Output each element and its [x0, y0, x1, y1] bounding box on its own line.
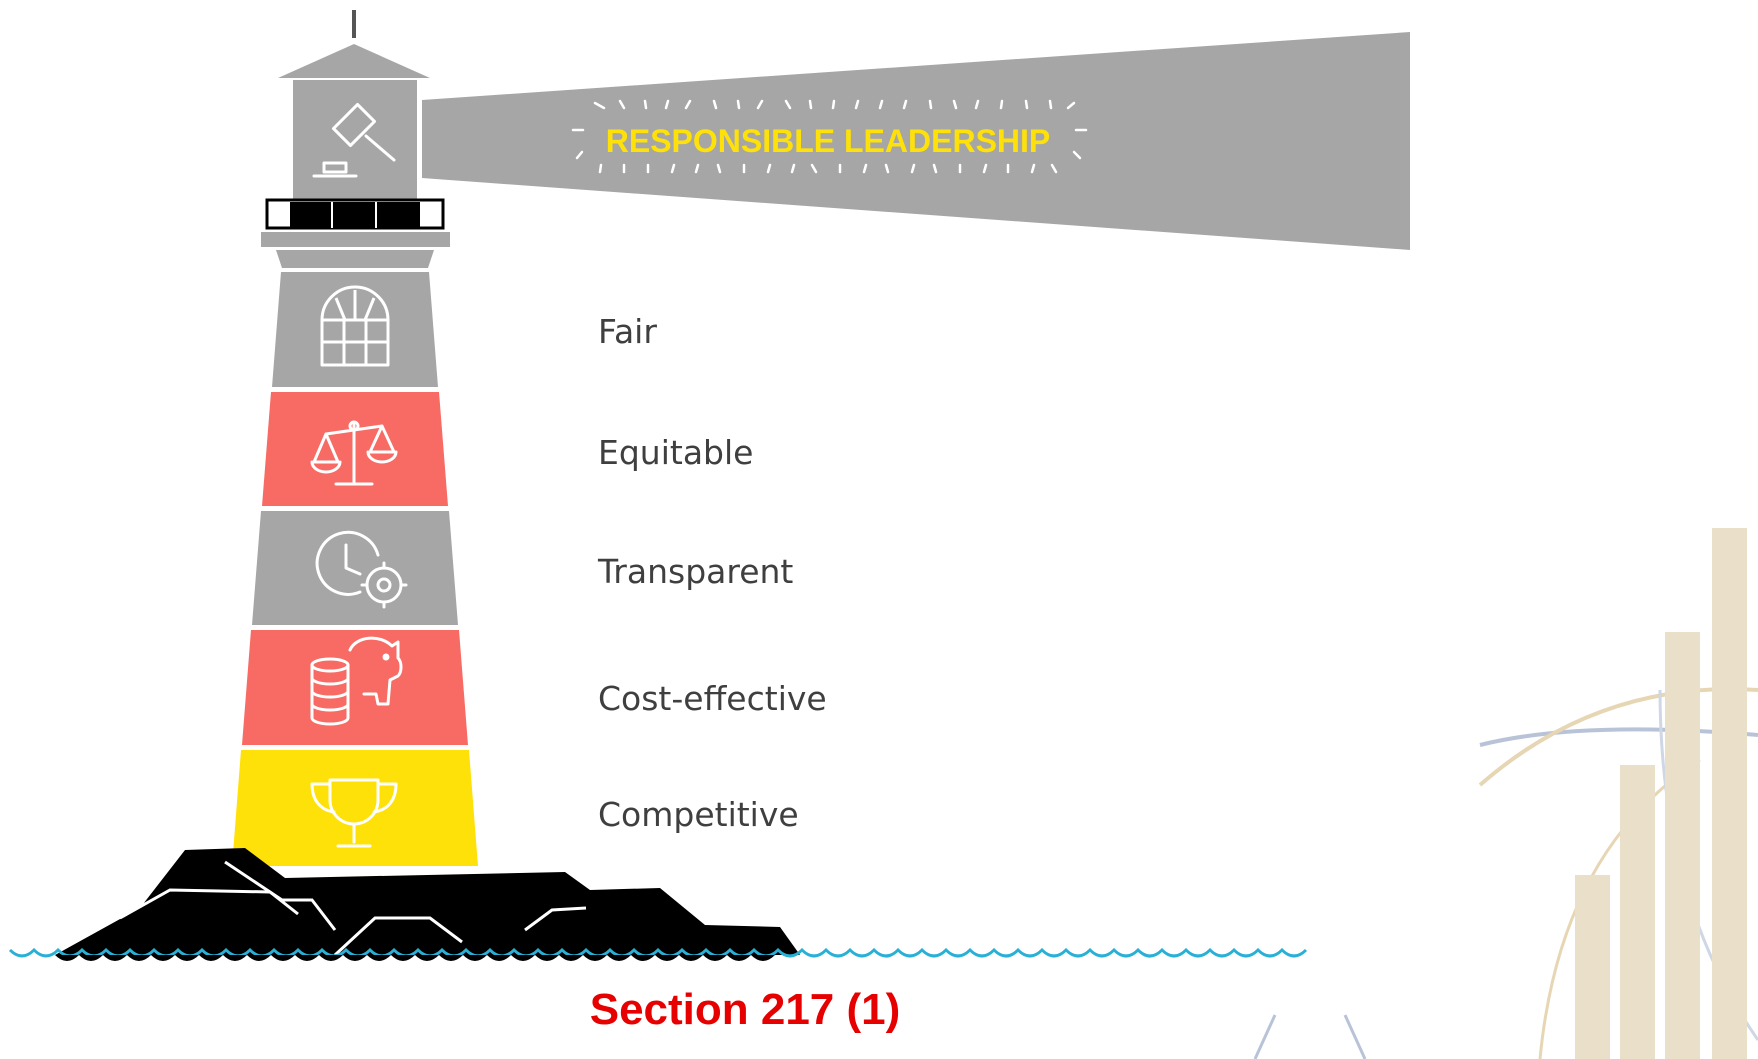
- piggy-bank-coins-icon: [310, 636, 403, 726]
- level-label-equitable: Equitable: [598, 433, 754, 472]
- level-label-fair: Fair: [598, 312, 657, 351]
- rock-waterline: [55, 955, 800, 961]
- lighthouse-cap: [278, 10, 430, 200]
- light-beam: [422, 32, 1410, 250]
- level-label-transparent: Transparent: [598, 552, 794, 591]
- clock-gear-icon: [315, 530, 408, 609]
- background-decoration: [1253, 528, 1758, 1059]
- section-caption: Section 217 (1): [589, 985, 901, 1034]
- tower-level-3: [252, 511, 458, 625]
- rocks: [55, 848, 800, 957]
- tower-level-1: [272, 272, 438, 387]
- tower-level-5: [232, 750, 478, 866]
- level-label-cost-effective: Cost-effective: [598, 679, 827, 718]
- gavel-icon: [312, 102, 396, 178]
- scales-icon: [310, 420, 398, 486]
- level-label-competitive: Competitive: [598, 795, 799, 834]
- tower-level-4: [242, 630, 468, 745]
- beam-title: RESPONSIBLE LEADERSHIP: [606, 123, 1051, 159]
- lighthouse-gallery: [261, 198, 450, 268]
- water-line: [8, 947, 1308, 958]
- trophy-icon: [310, 778, 398, 848]
- beam-rays: [571, 99, 1088, 174]
- window-icon: [320, 285, 390, 367]
